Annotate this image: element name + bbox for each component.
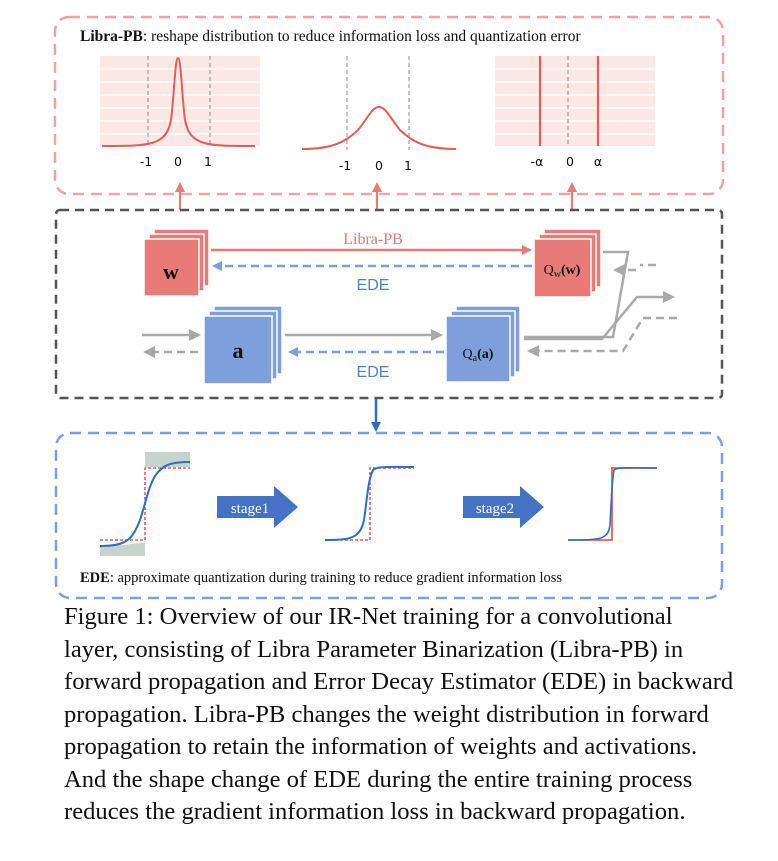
plot1-tick-0: 0 xyxy=(174,154,182,169)
stage2-label: stage2 xyxy=(476,501,514,517)
distribution-plot-1: -1 0 1 xyxy=(100,56,260,169)
stage2-arrow: stage2 xyxy=(463,486,544,528)
plot2-tick-0: 0 xyxy=(375,158,383,173)
ede-curve-initial xyxy=(99,452,191,556)
conv-layer-box: w Qw(w) Libra-PB EDE a Qa(a) xyxy=(54,208,724,400)
libra-pb-arrow-label: Libra-PB xyxy=(343,231,403,248)
caption-line: Figure 1: Overview of our IR-Net trainin… xyxy=(64,603,673,630)
quantized-activation-label: Qa(a) xyxy=(463,347,494,364)
plot1-tick-1: 1 xyxy=(204,154,212,169)
ede-box: stage1 stage2 EDE: approximate quantizat… xyxy=(54,431,724,600)
output-connections xyxy=(524,250,677,357)
ede-curve-stage1 xyxy=(324,465,415,541)
caption-line: propagation to retain the information of… xyxy=(64,733,698,760)
stage1-label: stage1 xyxy=(231,501,269,517)
caption-line: layer, consisting of Libra Parameter Bin… xyxy=(64,635,684,663)
ede-top-label: EDE xyxy=(357,277,390,294)
quantized-weight-stack: Qw(w) xyxy=(533,228,602,298)
caption-line: reduces the gradient information loss in… xyxy=(64,798,686,825)
plot1-tick-neg1: -1 xyxy=(140,154,152,169)
ede-box-footer: EDE: approximate quantization during tra… xyxy=(80,570,562,586)
caption-line: forward propagation and Error Decay Esti… xyxy=(64,668,734,695)
quantized-weight-label: Qw(w) xyxy=(544,263,581,280)
ede-bottom-label: EDE xyxy=(357,364,390,381)
activation-label: a xyxy=(233,338,244,363)
libra-pb-box-title: Libra-PB: reshape distribution to reduce… xyxy=(80,28,581,45)
stage1-arrow: stage1 xyxy=(217,486,298,528)
caption-line: And the shape change of EDE during the e… xyxy=(64,765,693,793)
weight-stack: w xyxy=(143,228,210,297)
plot3-tick-alpha: α xyxy=(594,154,602,169)
caption-line: propagation. Libra-PB changes the weight… xyxy=(64,700,709,728)
weight-label: w xyxy=(163,259,179,284)
quantized-activation-stack: Qa(a) xyxy=(445,305,521,383)
up-arrows xyxy=(175,182,577,210)
figure-caption: Figure 1: Overview of our IR-Net trainin… xyxy=(64,601,774,829)
activation-stack: a xyxy=(203,305,283,385)
plot3-tick-0: 0 xyxy=(566,154,574,169)
ede-curve-stage2 xyxy=(567,467,658,541)
plot3-tick-neg-alpha: -α xyxy=(531,154,544,169)
plot2-tick-neg1: -1 xyxy=(339,158,351,173)
plot2-tick-1: 1 xyxy=(404,158,412,173)
distribution-plot-2: -1 0 1 xyxy=(300,56,460,173)
distribution-plot-3: -α 0 α xyxy=(495,56,655,169)
libra-pb-box: Libra-PB: reshape distribution to reduce… xyxy=(53,15,725,196)
